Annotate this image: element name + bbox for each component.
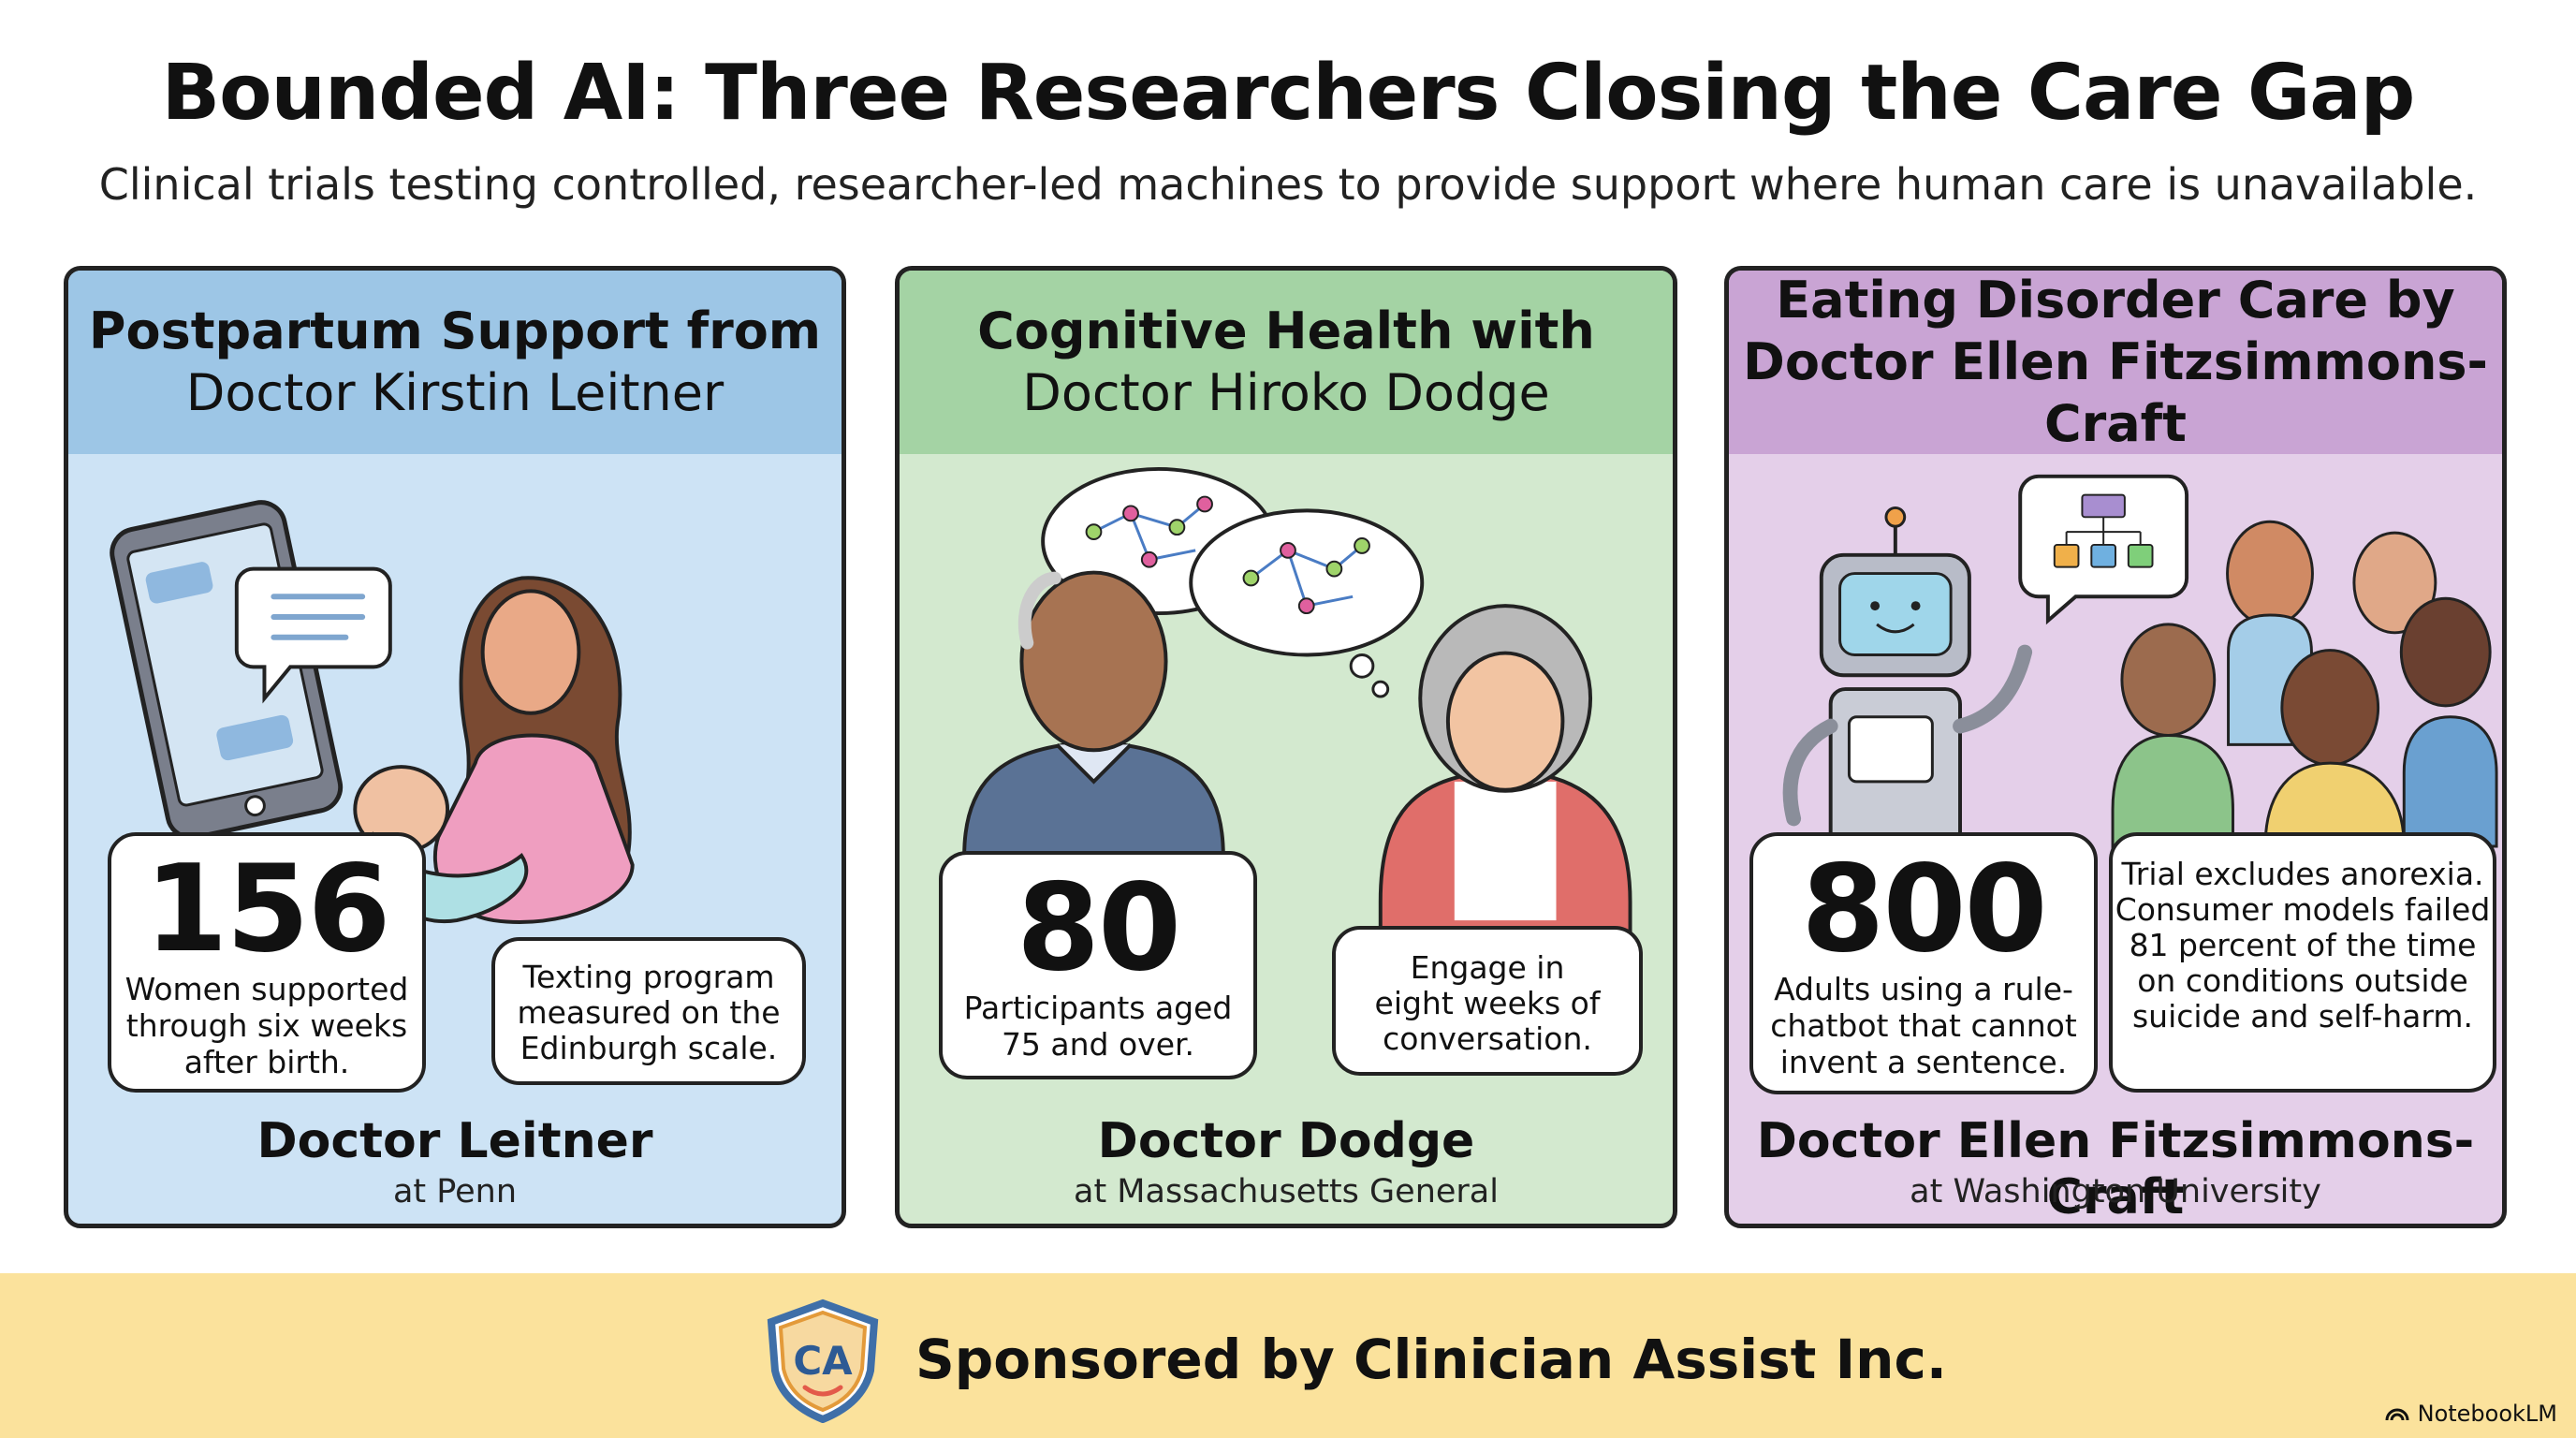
stat-line: through six weeks	[125, 1007, 408, 1044]
chat-bubble-icon	[234, 566, 392, 704]
stat-line: Women supported	[124, 971, 409, 1007]
panel-heading: Eating Disorder Care by Doctor Ellen Fit…	[1729, 271, 2502, 454]
phone-and-mother-illustration	[110, 500, 635, 924]
notebooklm-icon	[2385, 1408, 2409, 1421]
note-line: Engage in	[1410, 949, 1565, 986]
flowchart-bubble-icon	[2018, 474, 2189, 625]
doctor-name: Doctor Leitner	[256, 1113, 653, 1169]
panel-heading-line2: Doctor Ellen Fitzsimmons-Craft	[1743, 332, 2488, 453]
smartphone-icon	[110, 500, 344, 841]
doctor-affiliation: at Penn	[392, 1173, 518, 1211]
panel-heading-line1: Postpartum Support from	[88, 301, 822, 360]
note-line: Texting program	[522, 959, 775, 995]
stat-line: invent a sentence.	[1779, 1044, 2068, 1080]
panel-cognitive: Cognitive Health with Doctor Hiroko Dodg…	[895, 266, 1677, 1228]
shield-logo-icon: CA	[767, 1299, 879, 1423]
elderly-conversation-illustration	[962, 466, 1632, 941]
note-line: measured on the	[517, 994, 781, 1031]
stat-card: 80 Participants aged 75 and over.	[939, 851, 1257, 1079]
note-line: eight weeks of	[1374, 985, 1601, 1021]
doctor-affiliation: at Massachusetts General	[1074, 1173, 1499, 1211]
note-bubble: Trial excludes anorexia. Consumer models…	[2109, 832, 2496, 1093]
stat-line: chatbot that cannot	[1770, 1007, 2077, 1044]
note-line: 81 percent of the time	[2129, 927, 2477, 963]
note-line: Trial excludes anorexia.	[2121, 856, 2484, 892]
doctor-affiliation: at Washington University	[1910, 1173, 2321, 1211]
elderly-woman-icon	[1378, 604, 1632, 941]
doctor-name: Doctor Dodge	[1097, 1113, 1475, 1169]
page-title: Bounded AI: Three Researchers Closing th…	[161, 49, 2416, 138]
mother-with-baby-icon	[353, 576, 635, 924]
note-bubble: Texting program measured on the Edinburg…	[491, 937, 806, 1085]
note-line: conversation.	[1383, 1020, 1592, 1057]
panel-heading-line2: Doctor Kirstin Leitner	[185, 363, 724, 422]
stat-line: Adults using a rule-	[1774, 971, 2073, 1007]
note-line: on conditions outside	[2137, 962, 2468, 999]
stat-line: 75 and over.	[1001, 1026, 1195, 1063]
notebooklm-watermark: NotebookLM	[2384, 1401, 2557, 1427]
stat-value: 80	[1016, 858, 1181, 998]
doctor-name: Doctor Ellen Fitzsimmons-Craft	[1756, 1113, 2475, 1225]
stat-card: 156 Women supported through six weeks af…	[108, 832, 426, 1093]
stat-line: after birth.	[183, 1044, 350, 1080]
sponsor-footer	[0, 1273, 2576, 1438]
note-line: Edinburgh scale.	[520, 1030, 778, 1066]
panel-heading: Postpartum Support from Doctor Kirstin L…	[68, 271, 842, 454]
note-bubble: Engage in eight weeks of conversation.	[1332, 926, 1643, 1076]
note-line: suicide and self-harm.	[2131, 998, 2474, 1034]
stat-value: 800	[1801, 840, 2047, 979]
panel-eating-disorder: Eating Disorder Care by Doctor Ellen Fit…	[1724, 266, 2507, 1228]
stat-line: Participants aged	[963, 990, 1233, 1026]
sponsor-text: Sponsored by Clinician Assist Inc.	[915, 1328, 1947, 1391]
page-subtitle: Clinical trials testing controlled, rese…	[98, 159, 2478, 210]
panel-heading: Cognitive Health with Doctor Hiroko Dodg…	[900, 271, 1673, 454]
robot-icon	[1782, 506, 2033, 867]
note-line: Consumer models failed	[2115, 891, 2491, 928]
robot-and-group-illustration	[1782, 474, 2498, 903]
panel-heading-line2: Doctor Hiroko Dodge	[1022, 363, 1550, 422]
stat-value: 156	[144, 840, 390, 979]
panel-heading-line1: Eating Disorder Care by	[1776, 271, 2455, 330]
panel-postpartum: Postpartum Support from Doctor Kirstin L…	[64, 266, 846, 1228]
watermark-label: NotebookLM	[2417, 1401, 2557, 1427]
logo-letters: CA	[793, 1338, 853, 1384]
stat-card: 800 Adults using a rule- chatbot that ca…	[1749, 832, 2098, 1094]
panel-heading-line1: Cognitive Health with	[977, 301, 1595, 360]
